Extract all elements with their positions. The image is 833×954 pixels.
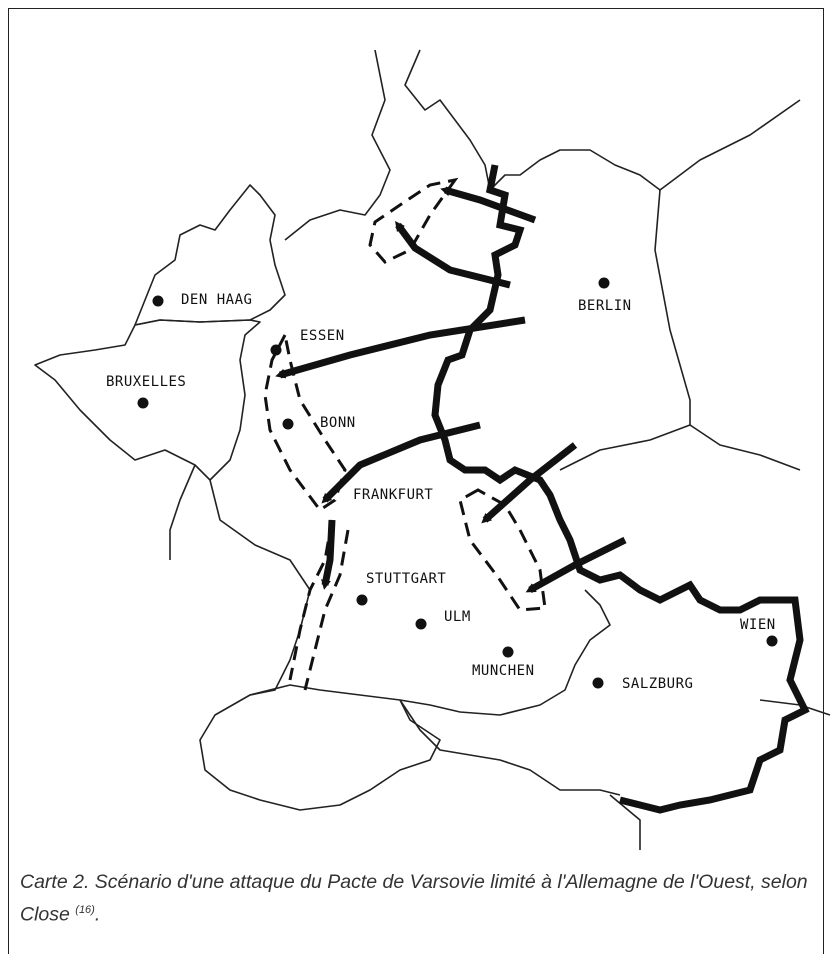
france-west <box>169 464 196 560</box>
city-label: MUNCHEN <box>472 663 535 679</box>
czech-north <box>689 424 801 471</box>
belgium <box>34 319 261 481</box>
city-label: BONN <box>320 415 356 431</box>
city-salzburg: SALZBURG <box>592 676 693 692</box>
baltic-coast <box>489 149 661 191</box>
cities: DEN HAAG ESSEN BRUXELLES BONN BERLIN FRA… <box>106 277 778 692</box>
denmark-coast <box>284 49 391 241</box>
figure-frame <box>8 8 824 954</box>
city-wien: WIEN <box>740 617 778 647</box>
arrow-czech-1 <box>481 442 578 524</box>
city-den-haag: DEN HAAG <box>152 292 252 308</box>
poland-border <box>654 189 691 425</box>
city-label: WIEN <box>740 617 776 633</box>
city-label: SALZBURG <box>622 676 693 692</box>
germany-south <box>399 589 611 716</box>
ruhr-pocket <box>263 330 347 513</box>
gdr-cs-border <box>559 424 691 471</box>
caption-text: Carte 2. Scénario d'une attaque du Pacte… <box>20 871 808 926</box>
france-border <box>209 479 311 696</box>
city-label: DEN HAAG <box>181 292 252 308</box>
city-marker <box>592 677 604 689</box>
rhine-axis-west <box>288 519 334 681</box>
caption-reference: (16) <box>75 904 95 916</box>
city-label: ULM <box>444 609 471 625</box>
city-munchen: MUNCHEN <box>472 646 535 679</box>
city-marker <box>137 397 149 409</box>
city-marker <box>282 418 294 430</box>
dashed-operations <box>263 177 547 691</box>
arrow-essen <box>275 316 526 379</box>
city-marker <box>270 344 282 356</box>
city-bruxelles: BRUXELLES <box>106 374 186 409</box>
arrow-frankfurt <box>321 421 481 504</box>
schleswig-pocket <box>368 177 459 264</box>
city-label: STUTTGART <box>366 571 446 587</box>
city-marker <box>415 618 427 630</box>
poland-north <box>659 99 801 191</box>
jutland-east-coast <box>404 49 491 191</box>
arrow-north-2 <box>395 220 511 289</box>
city-berlin: BERLIN <box>578 277 632 314</box>
city-frankfurt: FRANKFURT <box>350 484 448 504</box>
arrow-north-1 <box>440 186 537 224</box>
city-marker <box>766 635 778 647</box>
gdr-frg-border <box>431 164 810 814</box>
city-label: ESSEN <box>300 328 345 344</box>
arrow-czech-2 <box>525 536 627 594</box>
caption-end: . <box>94 903 101 926</box>
city-marker <box>598 277 610 289</box>
attack-arrows <box>275 186 627 594</box>
switzerland <box>199 684 441 811</box>
map: DEN HAAG ESSEN BRUXELLES BONN BERLIN FRA… <box>34 49 831 850</box>
city-marker <box>152 295 164 307</box>
city-label: BRUXELLES <box>106 374 186 390</box>
austria-south <box>399 699 621 796</box>
city-stuttgart: STUTTGART <box>356 571 446 606</box>
city-ulm: ULM <box>415 609 471 630</box>
country-borders <box>34 49 831 850</box>
city-marker <box>502 646 514 658</box>
city-essen: ESSEN <box>270 328 345 356</box>
bavaria-pocket <box>458 488 547 612</box>
rhine-axis-east <box>303 529 350 691</box>
city-marker <box>356 594 368 606</box>
city-label: FRANKFURT <box>353 487 433 503</box>
city-label: BERLIN <box>578 298 632 314</box>
arrow-stuttgart <box>321 519 336 590</box>
city-bonn: BONN <box>282 415 356 431</box>
iron-curtain <box>431 164 810 814</box>
figure-caption: Carte 2. Scénario d'une attaque du Pacte… <box>20 868 820 929</box>
